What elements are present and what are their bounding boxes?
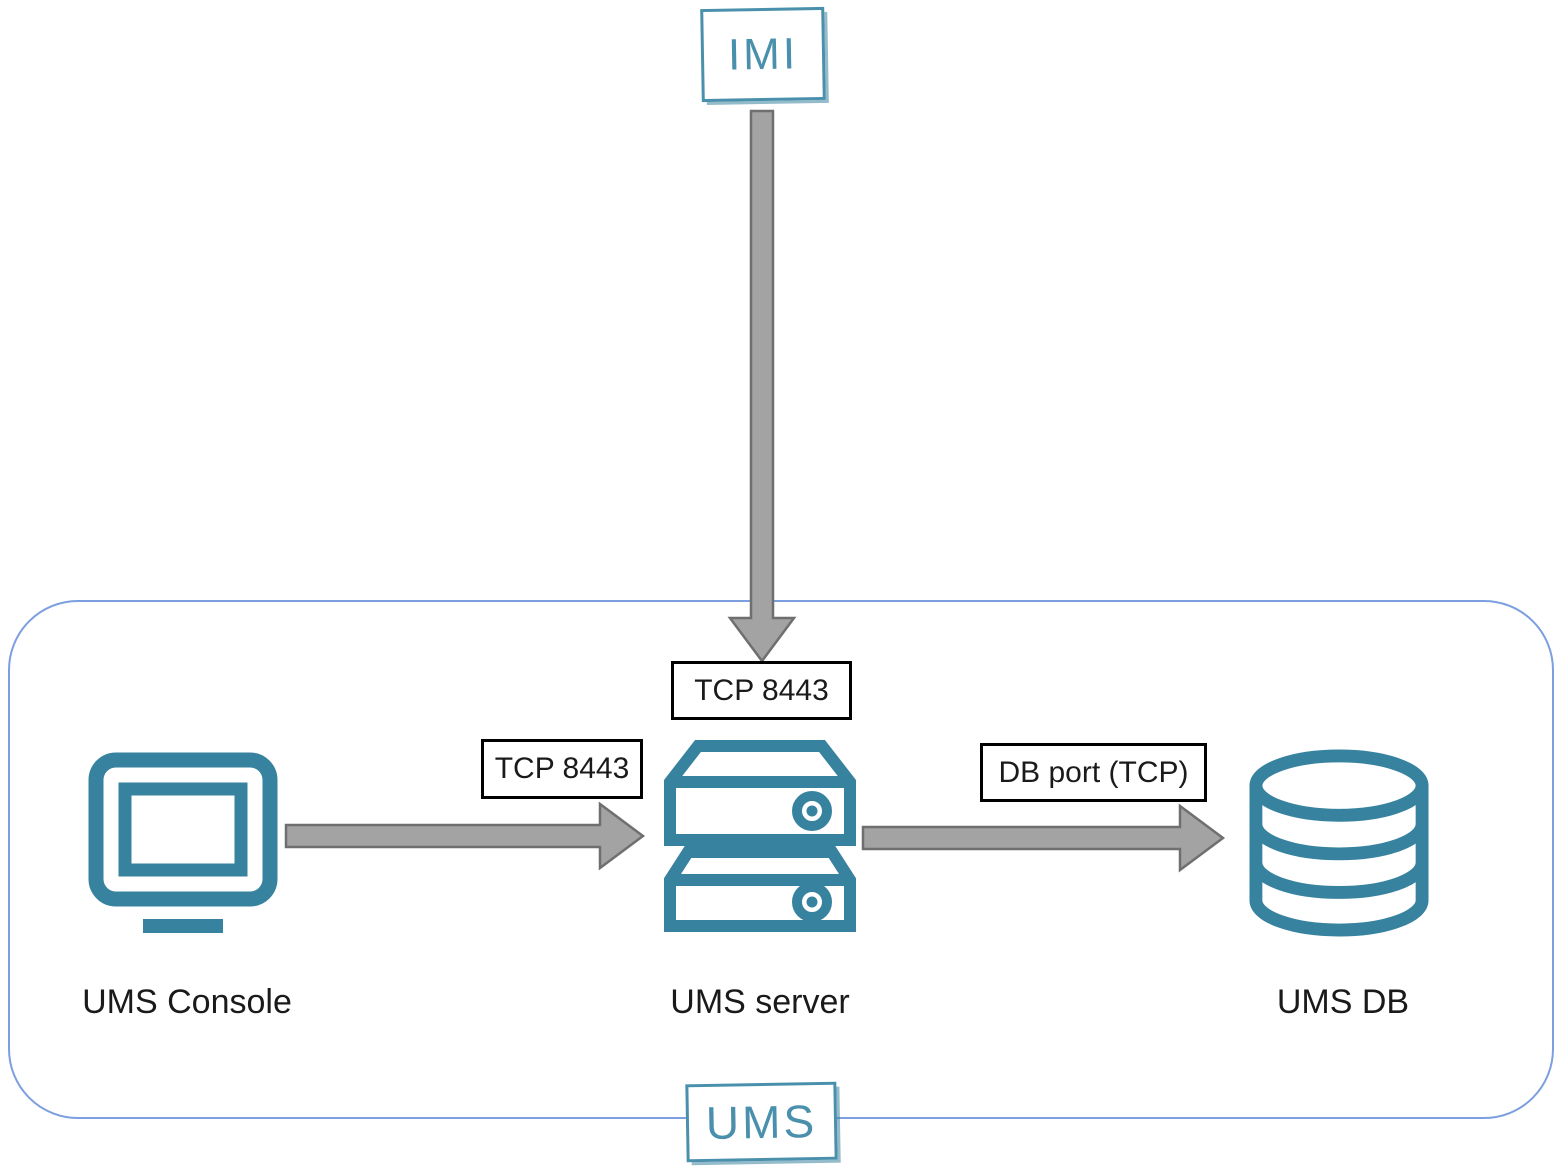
port-label-server-db: DB port (TCP) [980, 743, 1207, 802]
database-icon [1249, 749, 1429, 937]
ums-group-tag-box: UMS [685, 1081, 838, 1163]
server-icon [664, 740, 856, 932]
port-label-console-server: TCP 8443 [481, 739, 643, 799]
monitor-icon [88, 752, 278, 933]
ums-group-label: UMS [705, 1095, 818, 1149]
port-label-text: TCP 8443 [494, 752, 630, 785]
ums-server-label: UMS server [670, 983, 850, 1021]
ums-db-label: UMS DB [1276, 983, 1410, 1021]
ums-console-label: UMS Console [82, 983, 292, 1021]
port-label-text: TCP 8443 [694, 673, 829, 707]
arrow-imi-to-server [727, 109, 797, 664]
port-label-text: DB port (TCP) [998, 755, 1189, 789]
port-label-imi-server: TCP 8443 [671, 661, 852, 720]
imi-node-box: IMI [700, 6, 826, 103]
imi-node-label: IMI [727, 28, 799, 80]
